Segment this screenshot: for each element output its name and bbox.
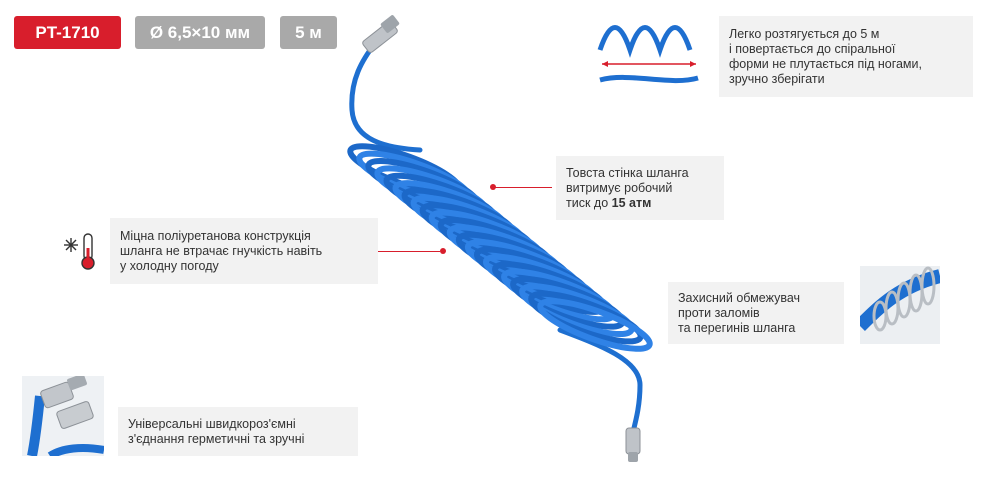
- hose-coil-loop: [537, 298, 653, 352]
- hose-coil-loop: [519, 283, 635, 338]
- couplings-photo: [22, 376, 104, 456]
- wall-note: Товста стінка шланга витримує робочий ти…: [556, 156, 724, 220]
- length-badge: 5 м: [280, 16, 337, 49]
- stretch-note: Легко розтягується до 5 м і повертається…: [719, 16, 973, 97]
- model-badge: PT-1710: [14, 16, 121, 49]
- top-coupling: [362, 15, 400, 53]
- bottom-coupling: [625, 427, 641, 462]
- wall-pointer-line: [494, 187, 552, 188]
- cold-note: Міцна поліуретанова конструкція шланга н…: [110, 218, 378, 284]
- wall-pointer-dot: [490, 184, 496, 190]
- cold-pointer-dot: [440, 248, 446, 254]
- diameter-badge: Ø 6,5×10 мм: [135, 16, 265, 49]
- spring-guard-photo: [860, 266, 940, 344]
- protect-note: Захисний обмежувач проти заломів та пере…: [668, 282, 844, 344]
- couplings-note: Універсальні швидкороз'ємні з'єднання ге…: [118, 407, 358, 456]
- cold-pointer-line: [378, 251, 440, 252]
- hose-coil-loop: [528, 290, 644, 345]
